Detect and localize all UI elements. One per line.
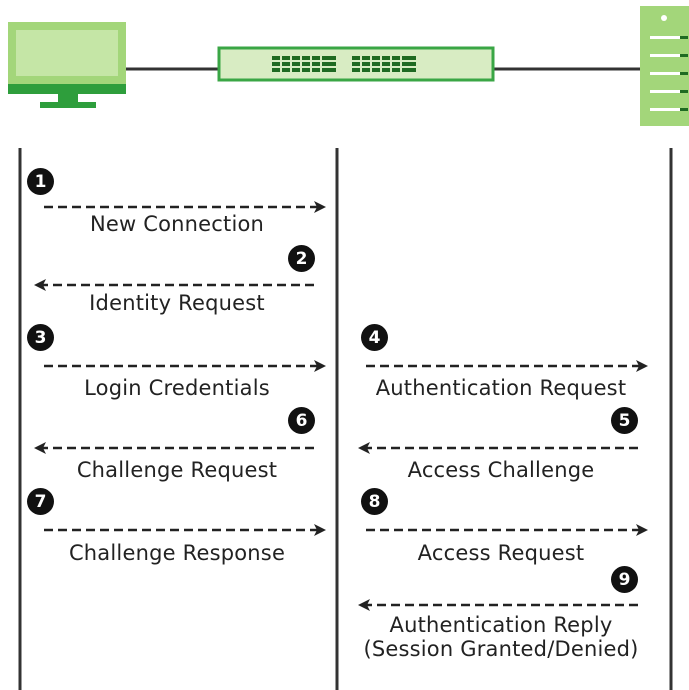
step-badge-6: 6 — [288, 407, 315, 434]
step-badge-7: 7 — [27, 488, 54, 515]
step-label-4: Authentication Request — [375, 376, 627, 400]
step-label-9-detail: (Session Granted/Denied) — [363, 637, 639, 661]
step-badge-5: 5 — [611, 407, 638, 434]
step-badge-1: 1 — [27, 168, 54, 195]
step-badge-3: 3 — [27, 324, 54, 351]
step-label-8: Access Request — [417, 541, 585, 565]
step-label-9: Authentication Reply — [389, 613, 613, 637]
step-badge-4: 4 — [361, 324, 388, 351]
step-badge-8: 8 — [361, 488, 388, 515]
switch-icon — [217, 46, 495, 82]
step-label-1: New Connection — [89, 212, 265, 236]
server-icon — [640, 6, 689, 126]
step-label-2: Identity Request — [89, 291, 265, 315]
step-label-6: Challenge Request — [76, 458, 278, 482]
step-label-5: Access Challenge — [407, 458, 595, 482]
computer-icon — [8, 22, 126, 108]
step-badge-9: 9 — [611, 566, 638, 593]
step-label-7: Challenge Response — [68, 541, 286, 565]
step-badge-2: 2 — [288, 245, 315, 272]
step-label-3: Login Credentials — [84, 376, 270, 400]
